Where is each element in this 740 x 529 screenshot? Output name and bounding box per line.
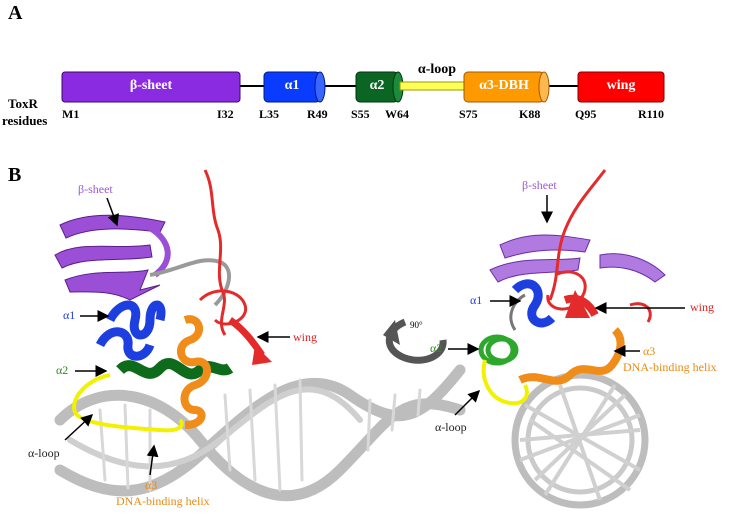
residue-w64: W64 [385, 107, 409, 121]
residue-q95: Q95 [575, 107, 597, 121]
left-beta-arrow [106, 197, 119, 227]
left-dbh-label: DNA-binding helix [116, 494, 210, 508]
residue-l35: L35 [259, 107, 280, 121]
wing-bar [577, 71, 665, 103]
alpha3-label: α3-DBH [479, 78, 529, 93]
left-a3-label: α3 [145, 478, 158, 492]
right-loop-arrow [454, 389, 481, 416]
left-alpha2-helix [116, 358, 234, 380]
residue-m1: M1 [62, 107, 80, 121]
left-beta-label: β-sheet [78, 182, 113, 196]
left-alpha3-helix [177, 315, 211, 429]
rotation-label: 90° [410, 320, 423, 330]
panel-b-letter: B [8, 164, 22, 186]
residues-label: residues [2, 113, 48, 128]
right-loop-label: α-loop [435, 420, 467, 434]
wing-label: wing [606, 78, 636, 93]
right-a3-label: α3 [643, 344, 656, 358]
residue-s75: S75 [459, 107, 478, 121]
left-a2-label: α2 [56, 363, 69, 377]
left-loop-arrow [64, 413, 94, 441]
alpha1-label: α1 [284, 78, 300, 93]
residue-k88: K88 [519, 107, 541, 121]
right-alpha3-helix [518, 327, 625, 385]
right-dna-end-on [511, 371, 649, 509]
beta-sheet-label: β-sheet [129, 78, 173, 93]
residue-i32: I32 [217, 107, 234, 121]
left-dna-helix [54, 364, 466, 502]
residue-s55: S55 [351, 107, 370, 121]
right-alpha-loop [481, 359, 529, 406]
left-a1-label: α1 [63, 308, 76, 322]
panel-a-letter: A [8, 2, 23, 24]
right-beta-label: β-sheet [522, 178, 557, 192]
right-wing-label: wing [690, 300, 714, 314]
residue-r49: R49 [307, 107, 328, 121]
left-alpha-loop [72, 373, 184, 433]
left-alpha1-helix [95, 300, 166, 361]
beta-sheet-bar [61, 71, 241, 103]
alpha2-label: α2 [369, 78, 385, 93]
left-loop-label: α-loop [28, 446, 60, 460]
right-a1-label: α1 [470, 293, 483, 307]
toxr-label: ToxR [8, 96, 38, 111]
left-wing [198, 169, 265, 358]
left-wing-label: wing [293, 330, 317, 344]
alpha-loop-label: α-loop [417, 62, 457, 77]
right-alpha1-helix [511, 279, 556, 328]
right-dbh-label: DNA-binding helix [623, 360, 717, 374]
rotation-arrow-icon [383, 318, 447, 364]
left-a3-arrow [146, 444, 159, 476]
residue-r110: R110 [638, 107, 665, 121]
right-alpha2-helix [478, 334, 519, 366]
left-beta-sheet [54, 214, 171, 301]
right-a2-label: α2 [430, 341, 443, 355]
